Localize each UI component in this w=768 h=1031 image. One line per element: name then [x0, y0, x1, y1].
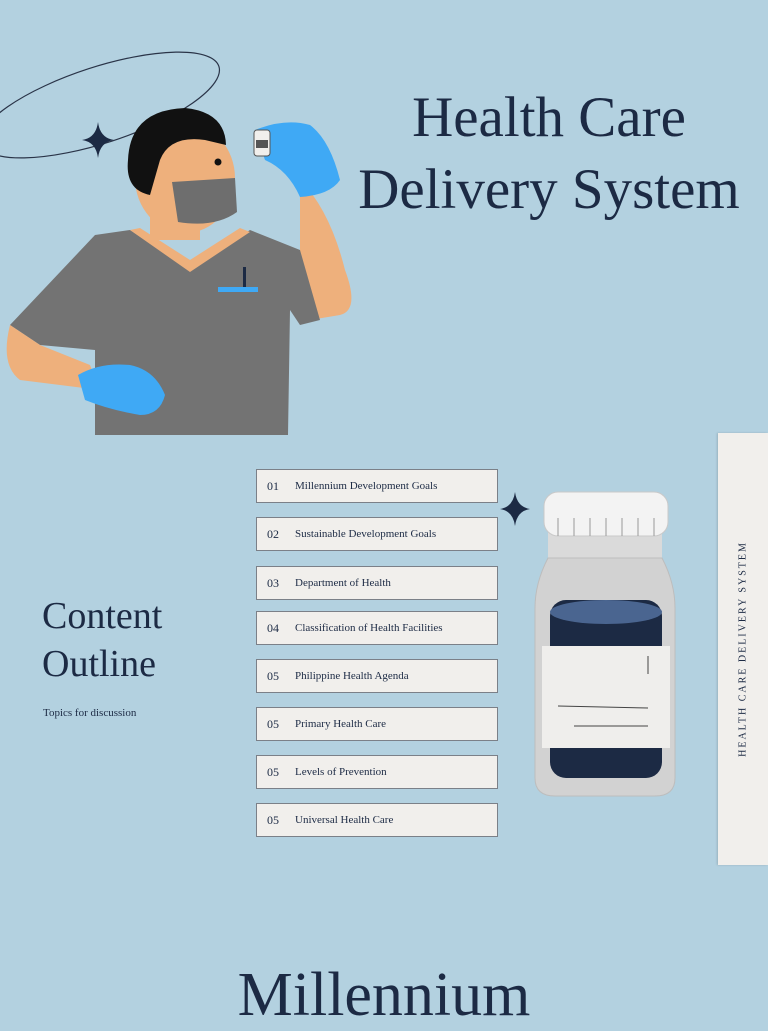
doctor-illustration [6, 108, 352, 435]
next-section-heading: Millennium [237, 961, 531, 1029]
sparkle-icon [82, 122, 114, 158]
outline-item-label: Millennium Development Goals [295, 480, 438, 492]
outline-item-label: Classification of Health Facilities [295, 622, 443, 634]
outline-item-number: 03 [267, 575, 279, 590]
outline-item-1: 01 Millennium Development Goals [256, 469, 498, 503]
content-outline-heading: Content Outline [42, 592, 182, 688]
vial-illustration [534, 491, 676, 797]
outline-item-number: 05 [267, 716, 279, 731]
outline-item-label: Primary Health Care [295, 718, 387, 730]
outline-item-number: 02 [267, 526, 279, 541]
outline-item-label: Sustainable Development Goals [295, 528, 437, 540]
sidebar-title: HEALTH CARE DELIVERY SYSTEM [737, 541, 749, 757]
outline-item-number: 05 [267, 812, 279, 827]
outline-item-number: 05 [267, 764, 279, 779]
outline-item-number: 05 [267, 668, 279, 683]
outline-item-6: 05 Primary Health Care [256, 707, 498, 741]
outline-item-label: Levels of Prevention [295, 766, 387, 778]
outline-item-label: Universal Health Care [295, 814, 394, 826]
content-outline-heading-text: Content Outline [42, 595, 163, 685]
outline-item-2: 02 Sustainable Development Goals [256, 517, 498, 551]
outline-item-5: 05 Philippine Health Agenda [256, 659, 498, 693]
outline-item-number: 04 [267, 620, 279, 635]
vertical-sidebar: HEALTH CARE DELIVERY SYSTEM [718, 433, 768, 865]
outline-item-8: 05 Universal Health Care [256, 803, 498, 837]
outline-item-7: 05 Levels of Prevention [256, 755, 498, 789]
halo-ring [0, 51, 221, 159]
content-outline-subtitle: Topics for discussion [43, 707, 137, 719]
page-title: Health Care Delivery System [358, 86, 740, 221]
sparkle-icon [500, 492, 530, 526]
outline-item-label: Philippine Health Agenda [295, 670, 409, 682]
outline-item-3: 03 Department of Health [256, 566, 498, 600]
outline-item-label: Department of Health [295, 577, 391, 589]
outline-item-4: 04 Classification of Health Facilities [256, 611, 498, 645]
outline-item-number: 01 [267, 478, 279, 493]
